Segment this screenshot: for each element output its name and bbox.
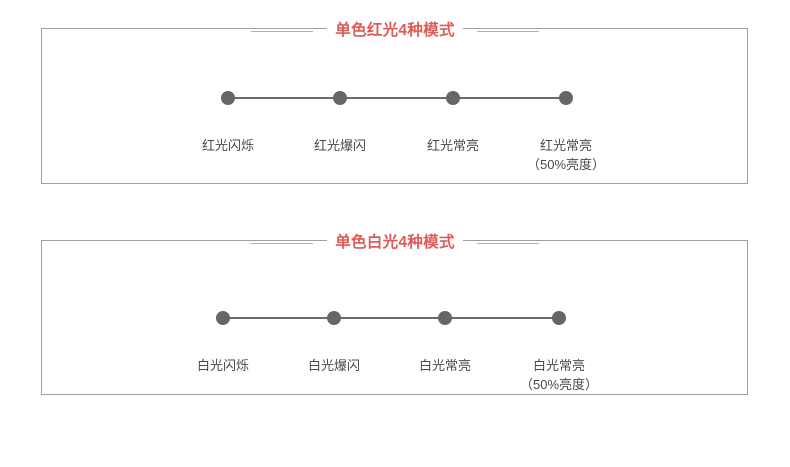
- red-mode-label-4: 红光常亮 （50%亮度）: [527, 136, 605, 174]
- white-mode-label-2-main: 白光爆闪: [307, 358, 361, 373]
- white-mode-label-4-sub: （50%亮度）: [519, 377, 599, 392]
- white-mode-label-4-main: 白光常亮: [532, 358, 585, 373]
- white-mode-label-2: 白光爆闪: [308, 356, 360, 375]
- timeline-node-2-icon[interactable]: [327, 311, 341, 325]
- red-mode-label-1: 红光闪烁: [202, 136, 254, 155]
- timeline-node-4-icon[interactable]: [559, 91, 573, 105]
- red-mode-label-3: 红光常亮: [427, 136, 479, 155]
- timeline-node-1-icon[interactable]: [216, 311, 230, 325]
- red-mode-label-1-main: 红光闪烁: [201, 138, 255, 153]
- red-mode-label-2: 红光爆闪: [314, 136, 366, 155]
- panel-red-modes: [41, 28, 748, 184]
- white-mode-label-1-main: 白光闪烁: [196, 358, 250, 373]
- white-mode-label-3: 白光常亮: [419, 356, 471, 375]
- white-mode-label-1: 白光闪烁: [197, 356, 249, 375]
- white-mode-label-4: 白光常亮 （50%亮度）: [520, 356, 598, 394]
- red-mode-label-4-sub: （50%亮度）: [526, 157, 606, 172]
- timeline-node-4-icon[interactable]: [552, 311, 566, 325]
- red-mode-label-3-main: 红光常亮: [426, 138, 480, 153]
- white-mode-label-3-main: 白光常亮: [418, 358, 472, 373]
- timeline-node-1-icon[interactable]: [221, 91, 235, 105]
- timeline-line-icon: [228, 97, 566, 99]
- timeline-node-2-icon[interactable]: [333, 91, 347, 105]
- timeline-line-icon: [223, 317, 559, 319]
- red-mode-label-4-main: 红光常亮: [539, 138, 592, 153]
- timeline-node-3-icon[interactable]: [446, 91, 460, 105]
- timeline-node-3-icon[interactable]: [438, 311, 452, 325]
- red-mode-label-2-main: 红光爆闪: [313, 138, 367, 153]
